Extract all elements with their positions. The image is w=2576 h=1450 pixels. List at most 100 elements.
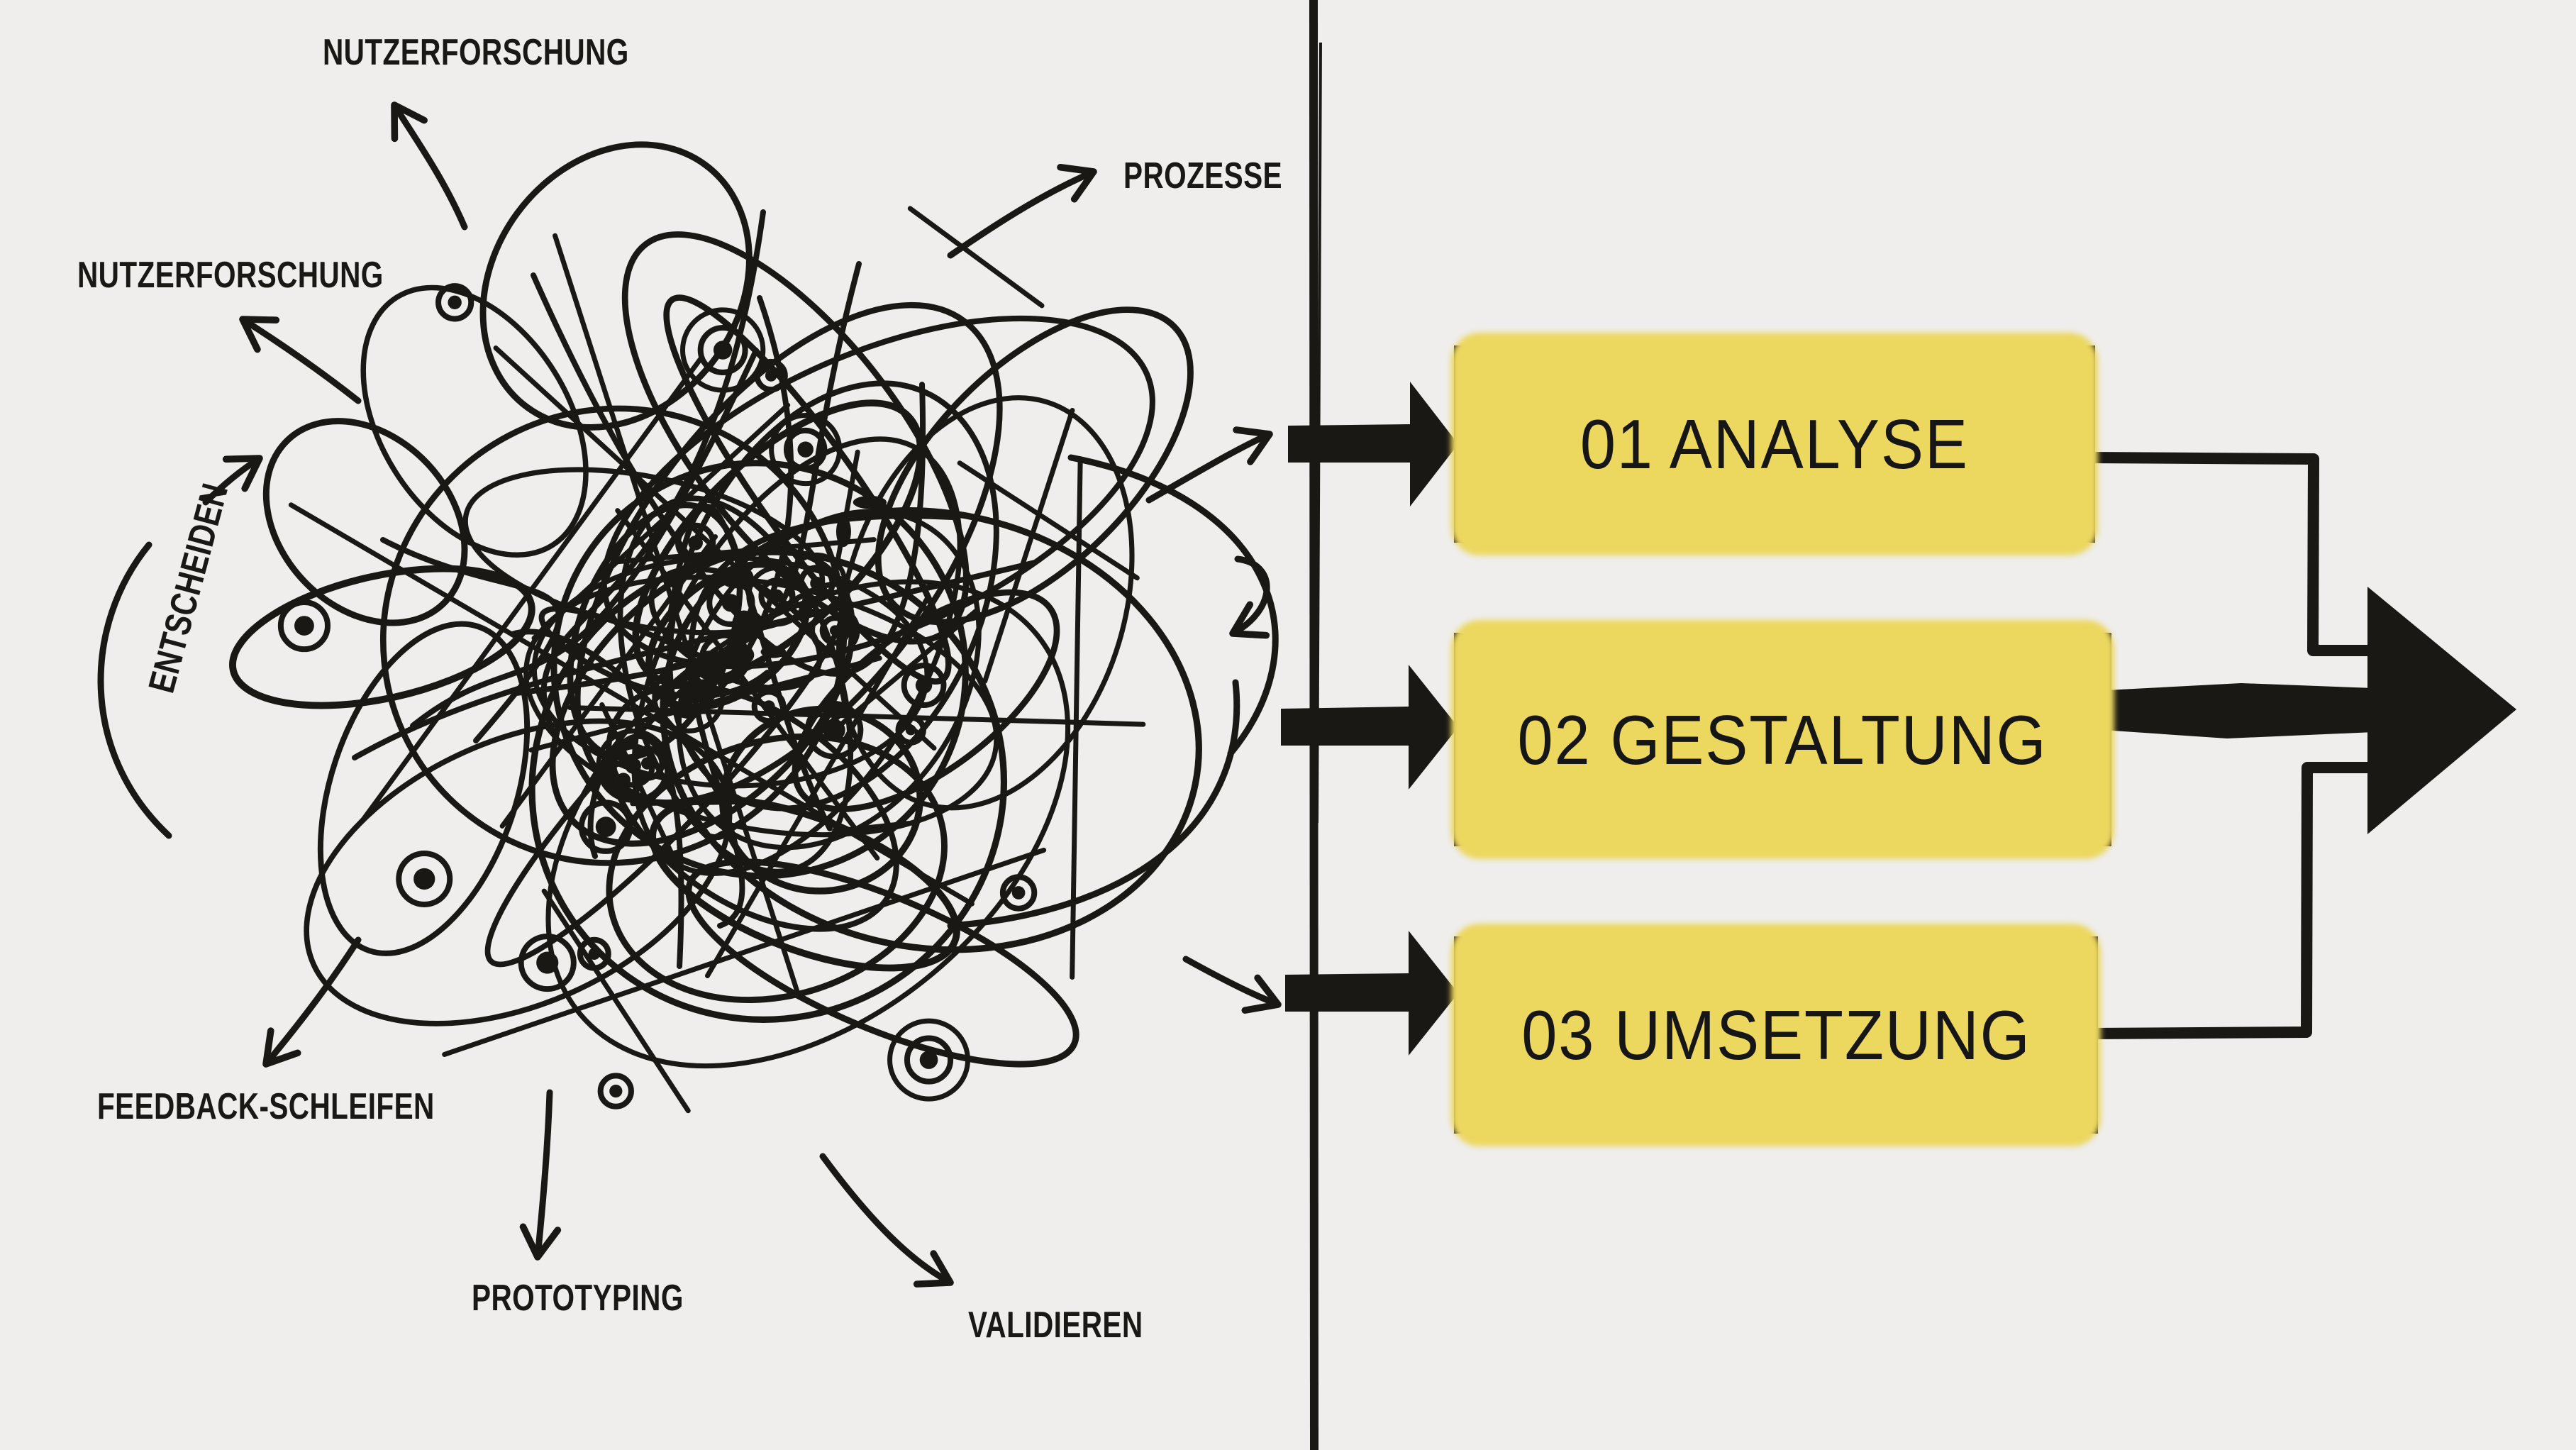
tangle-squiggle (531, 272, 926, 677)
tangle-node-dot (294, 616, 314, 636)
tangle-knot (760, 646, 787, 658)
tangle-knot (720, 643, 755, 667)
tangle-node-dot (823, 719, 845, 741)
tangle-chord (704, 594, 931, 978)
tangle-node-ring (675, 522, 716, 563)
tangle-knot (682, 680, 714, 703)
label-feedback-schleifen: FEEDBACK-SCHLEIFEN (97, 1086, 435, 1127)
tangle-squiggle (352, 560, 1038, 760)
label-prozesse: PROZESSE (1123, 155, 1283, 197)
feeder-arrow-row-2 (1229, 555, 1270, 639)
tangle-node-ring (819, 615, 850, 646)
tangle-node-dot (762, 700, 775, 713)
arrow-to-feedback-schleifen (262, 936, 362, 1068)
tangle-node-ring (697, 325, 748, 375)
tangle-node-ring (629, 746, 665, 781)
tangle-node-dot (713, 341, 733, 360)
tangle-knot (719, 565, 754, 589)
tangle-node-dot (919, 1051, 938, 1069)
tangle-annotation-arrows (97, 101, 1282, 1288)
tangle-squiggle (513, 261, 862, 696)
tangle-node-dot (640, 757, 654, 770)
tangle-node-dot (448, 295, 462, 310)
tangle-node-dot (770, 589, 784, 603)
tangle-knot (835, 516, 851, 548)
tangle-node-dot (595, 817, 616, 838)
entry-arrows (1281, 382, 1458, 1056)
tangle-node-outer-ring (769, 413, 843, 487)
arrow-to-nutzerforschung-left (239, 316, 362, 404)
label-validieren: VALIDIEREN (968, 1305, 1143, 1346)
tangle-knot (694, 651, 727, 681)
tangle-node-ring (396, 850, 453, 907)
tangle-loop (875, 306, 1194, 626)
tangle-knot (853, 495, 887, 509)
tangle-node-dot (536, 951, 559, 974)
feeder-arrow-row-3 (1182, 956, 1282, 1014)
arrow-entscheiden-up (202, 455, 263, 506)
tangle-node-outer-ring (786, 552, 848, 614)
tangle-chord (442, 847, 1047, 1057)
step-label-analyse: 01 ANALYSE (1580, 405, 1970, 483)
tangle-node-ring (895, 714, 926, 746)
tangle-node-ring (798, 565, 835, 602)
tangle-loop (545, 579, 1071, 1069)
tangle-node-ring (804, 700, 864, 760)
arrow-to-nutzerforschung-top (391, 101, 468, 231)
label-prototyping: PROTOTYPING (472, 1278, 684, 1319)
tangle-chord (835, 821, 911, 834)
tangle-chord (957, 460, 1140, 581)
tangle-chord (907, 206, 1045, 309)
arc-entscheiden (97, 541, 172, 839)
arrow-to-prototyping (519, 1089, 562, 1261)
tangle-node-dot (797, 441, 814, 458)
tangle-node-ring (754, 358, 788, 393)
tangle-chord (553, 233, 801, 996)
tangle-node-ring (435, 283, 474, 322)
tangle-loop (606, 733, 948, 1003)
scribble-tangle (229, 141, 1202, 1114)
connector-analyse (2090, 452, 2369, 656)
tangle-squiggle (410, 348, 759, 729)
tangle-node-ring (901, 663, 947, 708)
tangle-node-dot (915, 677, 933, 694)
big-right-arrowhead (2367, 587, 2516, 834)
tangle-node-dot (1011, 886, 1026, 900)
tangle-node-outer-ring (596, 729, 670, 803)
tangle-chord (288, 502, 975, 907)
tangle-node-outer-ring (652, 660, 726, 734)
tangle-node-dot (810, 576, 823, 590)
entry-arrow-gestaltung (1281, 665, 1458, 790)
tangle-node-dot (413, 868, 435, 890)
tangle-node-ring (577, 936, 611, 971)
connector-gestaltung-shaft (2092, 683, 2374, 738)
tangle-squiggle (540, 209, 766, 741)
flow-connectors (2090, 452, 2516, 1039)
label-nutzerforschung-top: NUTZERFORSCHUNG (323, 32, 629, 73)
tangle-node-ring (751, 689, 787, 724)
tangle-knot (731, 610, 757, 639)
tangle-node-outer-ring (887, 1018, 971, 1102)
tangle-squiggle (380, 537, 562, 743)
connector-umsetzung (2092, 762, 2369, 1039)
tangle-node-ring (277, 599, 331, 653)
sweep-arc-right-upper (1067, 454, 1279, 757)
entry-arrow-umsetzung (1285, 931, 1458, 1056)
tangle-node-ring (904, 1035, 954, 1085)
arrow-to-validieren (819, 1153, 954, 1288)
tangle-node-ring (518, 933, 577, 992)
tangle-loop (479, 141, 753, 431)
tangle-chord (1070, 458, 1083, 980)
step-label-gestaltung: 02 GESTALTUNG (1517, 700, 2048, 779)
tangle-node-dot (609, 1084, 623, 1098)
tangle-node-outer-ring (810, 605, 860, 655)
tangle-loop (317, 621, 531, 956)
sweep-arc-right-lower (947, 679, 1240, 929)
tangle-node-dot (905, 724, 916, 736)
tangle-chord (630, 799, 753, 807)
tangle-squiggle (587, 733, 684, 969)
entry-arrow-analyse (1288, 382, 1458, 507)
tangle-loop (528, 548, 1007, 1023)
tangle-chord (832, 449, 860, 579)
